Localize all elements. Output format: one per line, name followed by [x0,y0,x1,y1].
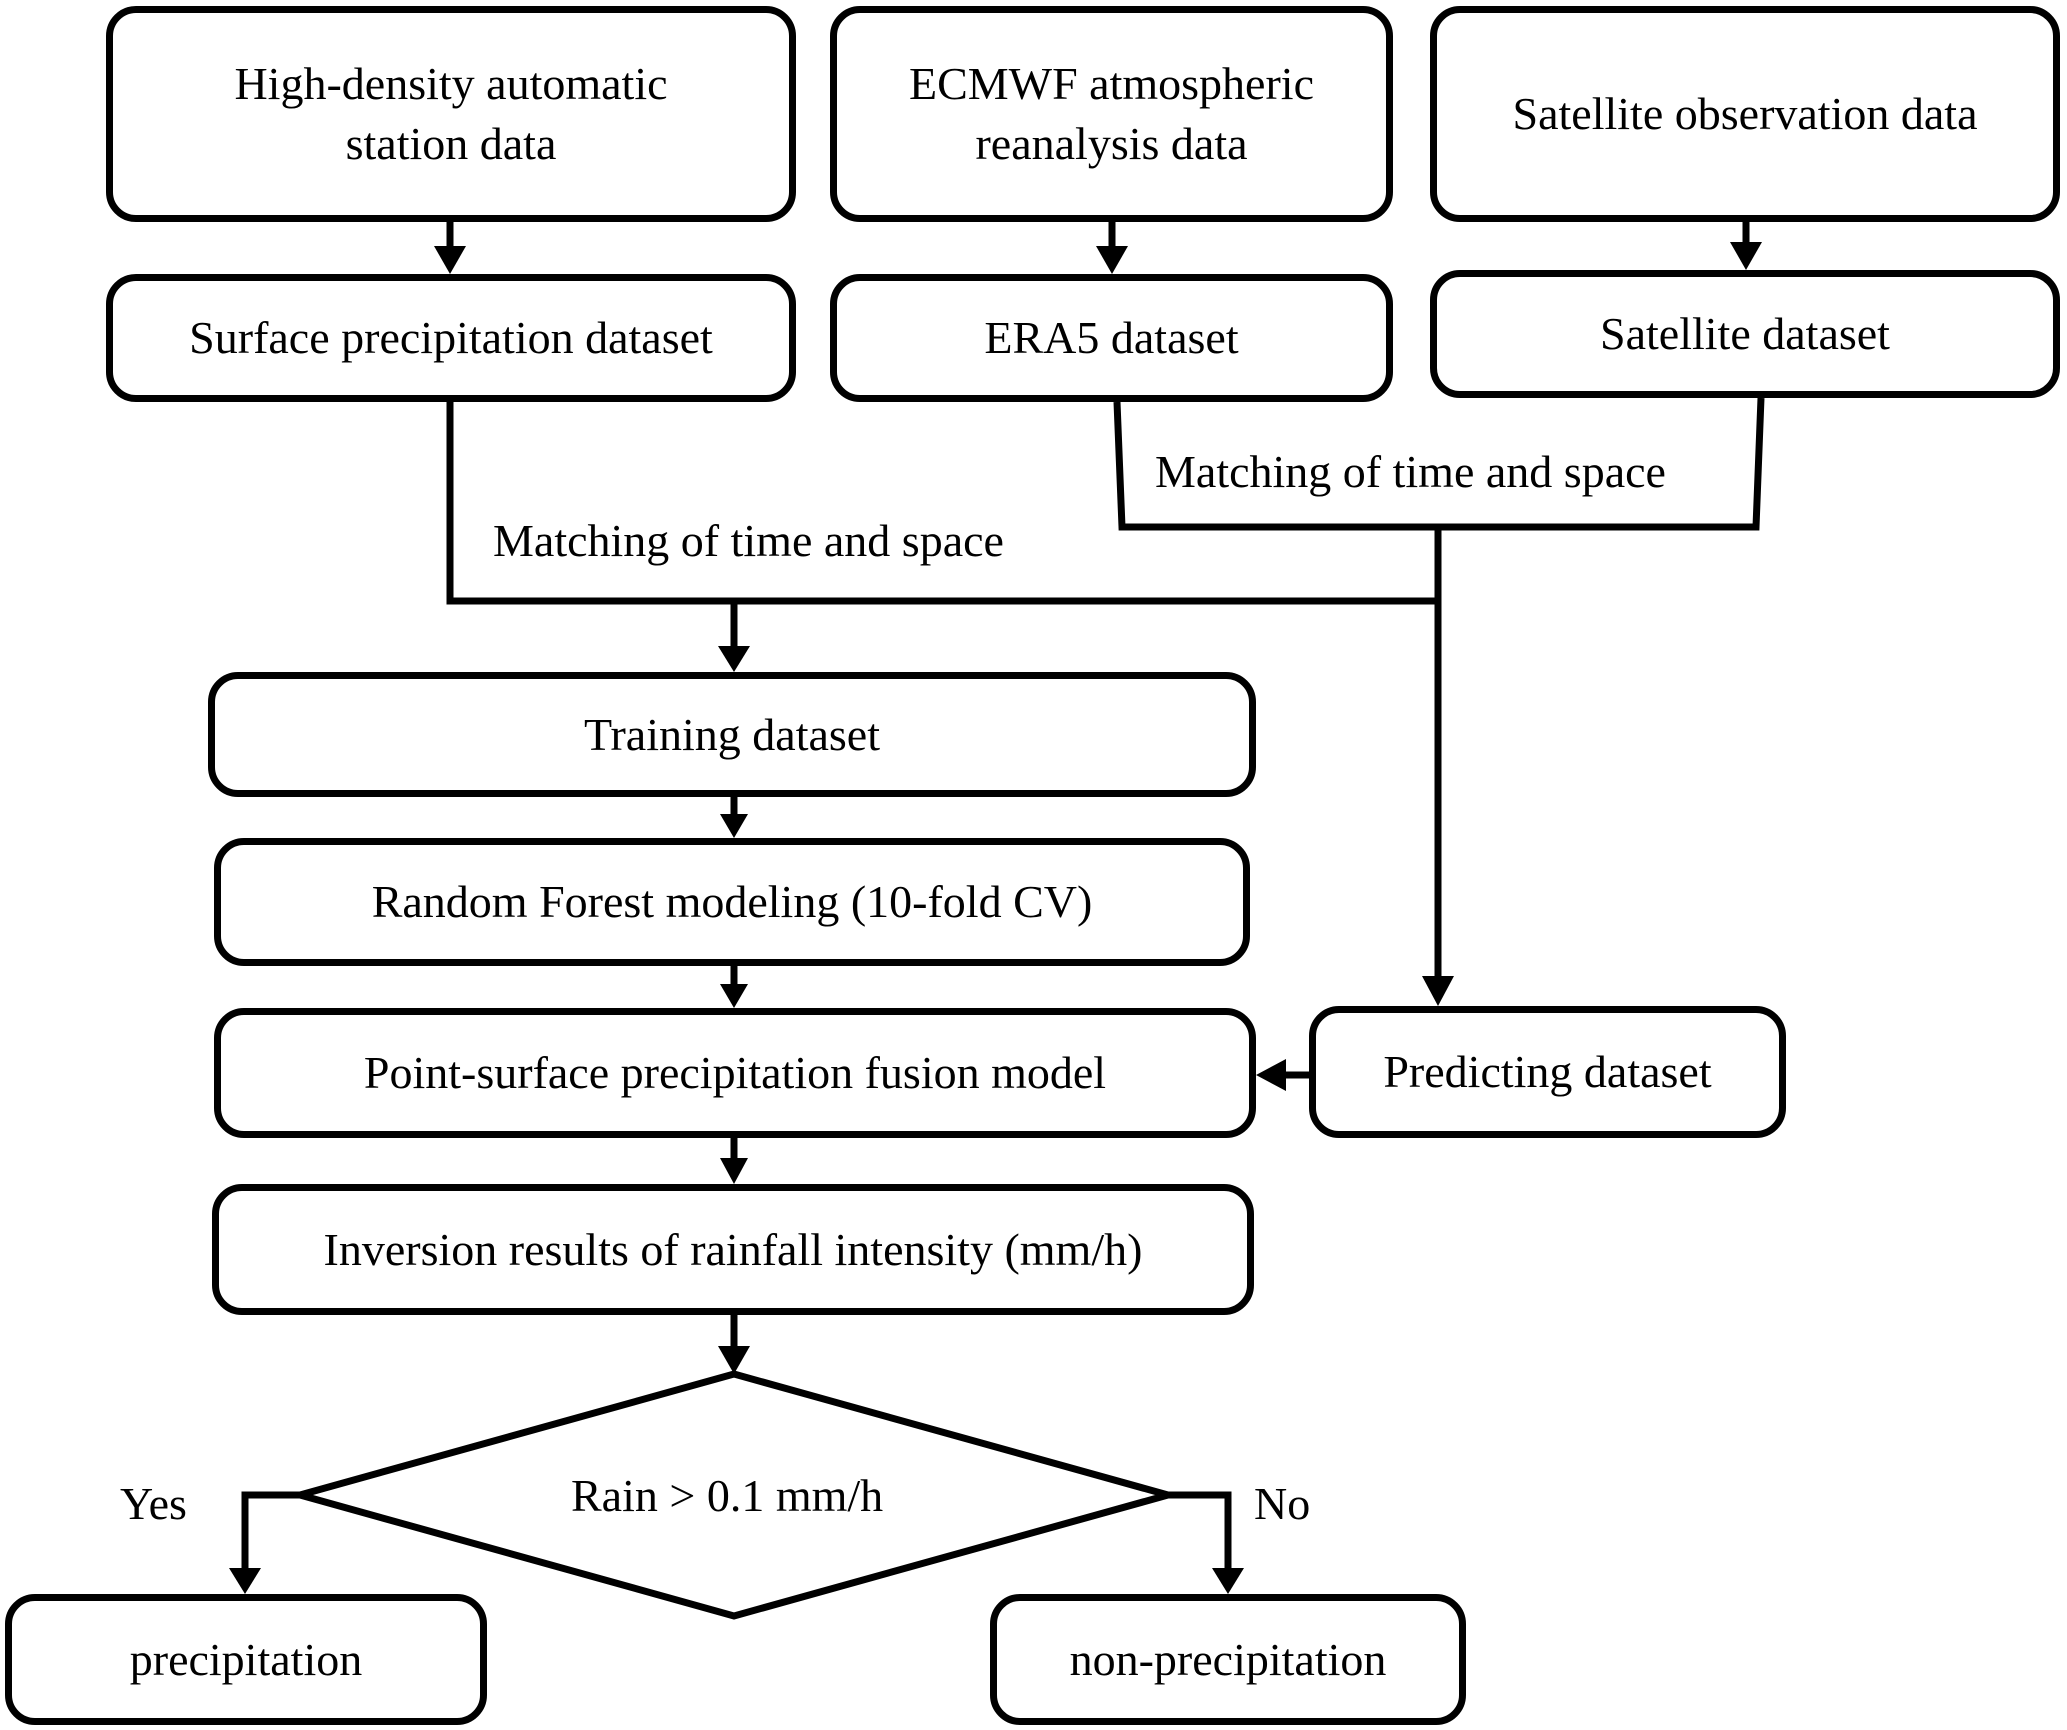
inversion-results-box: Inversion results of rainfall intensity … [212,1184,1254,1315]
yes-label: Yes [120,1478,187,1529]
surface-dataset-box: Surface precipitation dataset [106,274,796,402]
arrowhead-fusion [720,984,748,1008]
arrowhead-rf [720,814,748,838]
ecmwf-data-box: ECMWF atmospheric reanalysis data [830,6,1393,222]
arrowhead-training [718,646,750,672]
arrowhead-inversion [720,1158,748,1184]
line-no-branch [1168,1491,1232,1572]
precipitation-box: precipitation [5,1594,487,1725]
satellite-observation-box: Satellite observation data [1430,6,2060,222]
station-data-label: High-density automatic station data [234,58,668,169]
non-precipitation-box: non-precipitation [990,1594,1466,1725]
random-forest-box: Random Forest modeling (10-fold CV) [214,838,1250,966]
arrowhead-decision [718,1346,750,1374]
arrowhead-predicting [1422,976,1454,1006]
era5-dataset-label: ERA5 dataset [984,312,1239,363]
satellite-dataset-label: Satellite dataset [1600,308,1890,359]
non-precipitation-label: non-precipitation [1069,1633,1387,1685]
decision-diamond [286,1370,1182,1620]
precipitation-label: precipitation [129,1633,363,1685]
era5-dataset-box: ERA5 dataset [830,274,1393,402]
arrowhead-no [1212,1568,1244,1594]
decision-condition: Rain > 0.1 mm/h [571,1470,884,1521]
no-label: No [1254,1478,1311,1529]
arrowhead-predicting-fusion [1256,1059,1286,1091]
inversion-results-label: Inversion results of rainfall intensity … [323,1223,1143,1275]
predicting-dataset-label: Predicting dataset [1383,1046,1712,1097]
matching-label-upper: Matching of time and space [1155,446,1666,497]
training-dataset-box: Training dataset [208,672,1256,797]
fusion-model-label: Point-surface precipitation fusion model [363,1047,1107,1098]
matching-label-lower: Matching of time and space [493,515,1004,566]
line-surface-merge [446,402,1438,605]
arrowhead-ecmwf [1096,246,1128,274]
station-data-box: High-density automatic station data [106,6,796,222]
satellite-observation-label: Satellite observation data [1512,88,1978,139]
arrowhead-yes [229,1568,261,1594]
ecmwf-data-label: ECMWF atmospheric reanalysis data [909,58,1314,169]
satellite-dataset-box: Satellite dataset [1430,270,2060,398]
random-forest-label: Random Forest modeling (10-fold CV) [371,876,1093,927]
arrowhead-satellite [1730,242,1762,270]
predicting-dataset-box: Predicting dataset [1309,1006,1786,1138]
arrowhead-station [434,246,466,274]
surface-dataset-label: Surface precipitation dataset [189,312,713,363]
training-dataset-label: Training dataset [584,708,880,760]
fusion-model-box: Point-surface precipitation fusion model [214,1008,1256,1138]
line-yes-branch [241,1491,300,1572]
